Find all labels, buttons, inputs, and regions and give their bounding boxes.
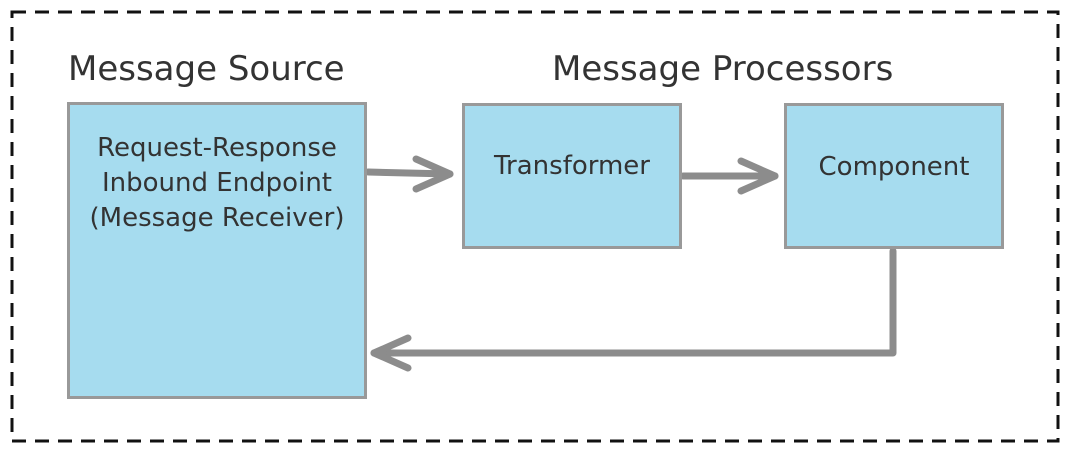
arrow-component-to-source [370,247,897,372]
arrow-source-to-transformer [364,155,454,193]
component-label: Component [818,151,970,182]
source-box-line-3: (Message Receiver) [89,203,345,233]
source-box-line-2: Inbound Endpoint [101,168,332,198]
message-source-box: Request-Response Inbound Endpoint (Messa… [67,102,367,399]
arrow-transformer-to-component [679,157,779,195]
diagram-canvas [10,10,1060,443]
message-processors-heading: Message Processors [552,49,894,89]
diagram-frame: Message Source Message Processors Reques… [10,10,1060,443]
transformer-box: Transformer [462,103,682,249]
message-source-heading: Message Source [68,49,345,89]
component-box: Component [784,103,1004,249]
source-box-line-1: Request-Response [97,133,337,163]
transformer-label: Transformer [493,150,650,181]
